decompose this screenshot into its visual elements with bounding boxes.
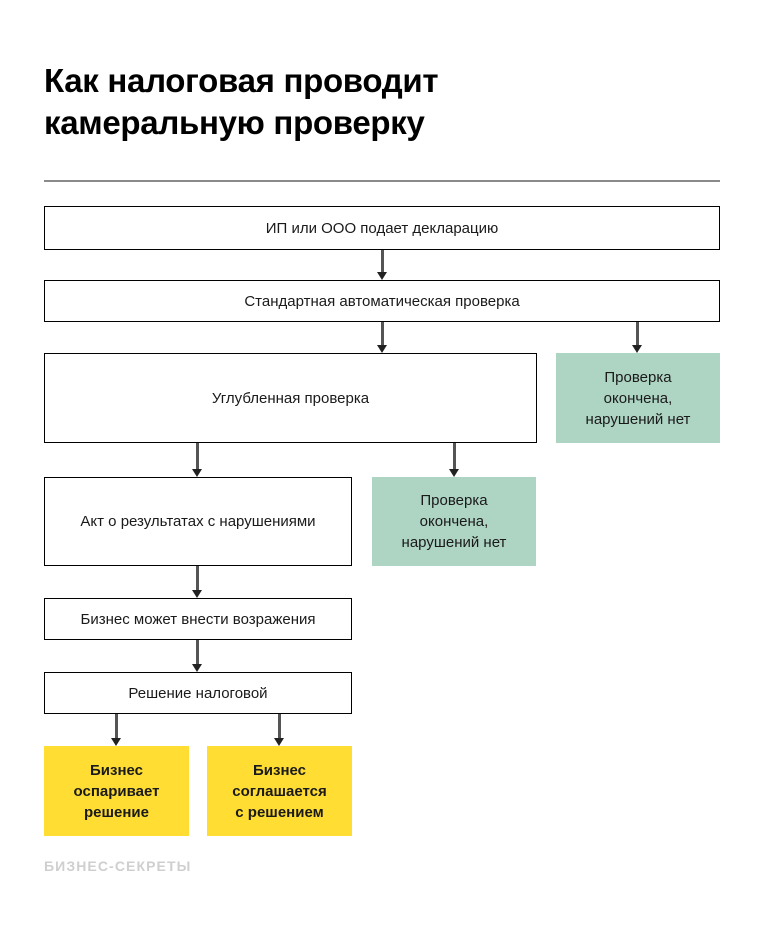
flow-node-label: Решение налоговой (128, 684, 268, 702)
flow-node-check-complete-no-violations-1: Проверка окончена, нарушений нет (556, 353, 720, 443)
flow-node-business-objections: Бизнес может внести возражения (44, 598, 352, 640)
arrow-standard-to-deep-check (377, 322, 388, 353)
arrow-decision-to-agree (274, 714, 285, 746)
flow-node-label: Проверка окончена, нарушений нет (401, 492, 507, 551)
flow-node-business-agrees-decision: Бизнес соглашается с решением (207, 746, 352, 836)
arrow-shaft (196, 640, 199, 664)
arrow-head (449, 469, 459, 477)
flow-node-label: Проверка окончена, нарушений нет (585, 368, 691, 428)
flow-node-deep-check: Углубленная проверка (44, 353, 537, 443)
flow-node-declaration: ИП или ООО подает декларацию (44, 206, 720, 250)
flow-node-label: Бизнес соглашается с решением (232, 761, 327, 821)
arrow-head (192, 664, 202, 672)
flow-node-act-with-violations: Акт о результатах с нарушениями (44, 477, 352, 566)
flow-node-label: Акт о результатах с нарушениями (80, 513, 316, 530)
arrow-objections-to-decision (192, 640, 203, 672)
arrow-head (377, 272, 387, 280)
arrow-shaft (636, 322, 639, 345)
arrow-head (274, 738, 284, 746)
flow-node-business-disputes-decision: Бизнес оспаривает решение (44, 746, 189, 836)
arrow-decision-to-dispute (111, 714, 122, 746)
arrow-shaft (453, 443, 456, 469)
flow-node-label: ИП или ООО подает декларацию (265, 219, 499, 237)
flow-node-label: Бизнес оспаривает решение (73, 761, 160, 821)
arrow-act-to-objections (192, 566, 203, 598)
flow-node-standard-check: Стандартная автоматическая проверка (44, 280, 720, 322)
arrow-shaft (196, 566, 199, 590)
arrow-deep-check-to-act (192, 443, 203, 477)
arrow-deep-check-to-check-complete (449, 443, 460, 477)
arrow-shaft (196, 443, 199, 469)
arrow-shaft (381, 322, 384, 345)
arrow-head (111, 738, 121, 746)
flow-node-label: Бизнес может внести возражения (80, 610, 316, 628)
arrow-head (377, 345, 387, 353)
flow-node-check-complete-no-violations-2: Проверка окончена, нарушений нет (372, 477, 536, 566)
arrow-declaration-to-standard-check (377, 250, 388, 280)
arrow-head (632, 345, 642, 353)
flow-node-tax-decision: Решение налоговой (44, 672, 352, 714)
arrow-shaft (278, 714, 281, 738)
page-title: Как налоговая проводит камеральную прове… (44, 62, 439, 141)
title-divider (44, 180, 720, 182)
arrow-shaft (381, 250, 384, 272)
arrow-head (192, 469, 202, 477)
flow-node-label: Стандартная автоматическая проверка (244, 292, 520, 310)
arrow-standard-to-check-complete (632, 322, 643, 353)
footer-watermark: Бизнес-секреты (44, 858, 192, 874)
arrow-head (192, 590, 202, 598)
arrow-shaft (115, 714, 118, 738)
flow-node-label: Углубленная проверка (211, 389, 370, 407)
